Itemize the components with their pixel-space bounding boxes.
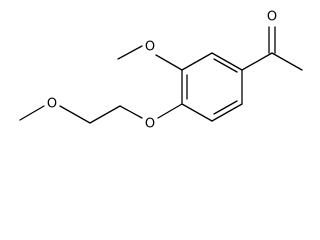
ring-double-bond-a bbox=[213, 58, 238, 73]
ring-bond-3 bbox=[211, 103, 243, 122]
terminal-methyl-bond bbox=[19, 105, 45, 121]
ring-bond-4 bbox=[181, 103, 213, 122]
acetyl-ring-bond bbox=[241, 52, 273, 71]
ether-ch2-bond-2 bbox=[89, 105, 121, 124]
methoxy-group: O bbox=[117, 40, 183, 71]
ether-ch2-bond-1 bbox=[119, 105, 143, 119]
methoxy-methyl-bond bbox=[117, 45, 143, 60]
terminal-ether-oxygen-label: O bbox=[47, 97, 57, 112]
ketone-oxygen-label: O bbox=[267, 10, 277, 25]
methoxyethoxy-group: O O bbox=[19, 97, 183, 132]
methoxy-oxygen-label: O bbox=[145, 40, 155, 55]
aryl-ether-oxygen-label: O bbox=[145, 117, 155, 132]
terminal-ether-bond bbox=[59, 105, 91, 124]
benzene-ring bbox=[181, 52, 243, 122]
structure-diagram: O O O O bbox=[19, 10, 303, 132]
acetyl-group: O bbox=[241, 10, 303, 71]
aryl-ether-ring-bond bbox=[157, 103, 183, 119]
acetyl-methyl-bond bbox=[271, 52, 303, 71]
ring-bond-1 bbox=[211, 52, 243, 71]
ring-double-bond-b bbox=[213, 100, 238, 115]
ring-bond-6 bbox=[181, 52, 213, 71]
methoxy-ring-bond bbox=[155, 54, 183, 71]
molecule-svg: O O O O bbox=[19, 10, 303, 132]
